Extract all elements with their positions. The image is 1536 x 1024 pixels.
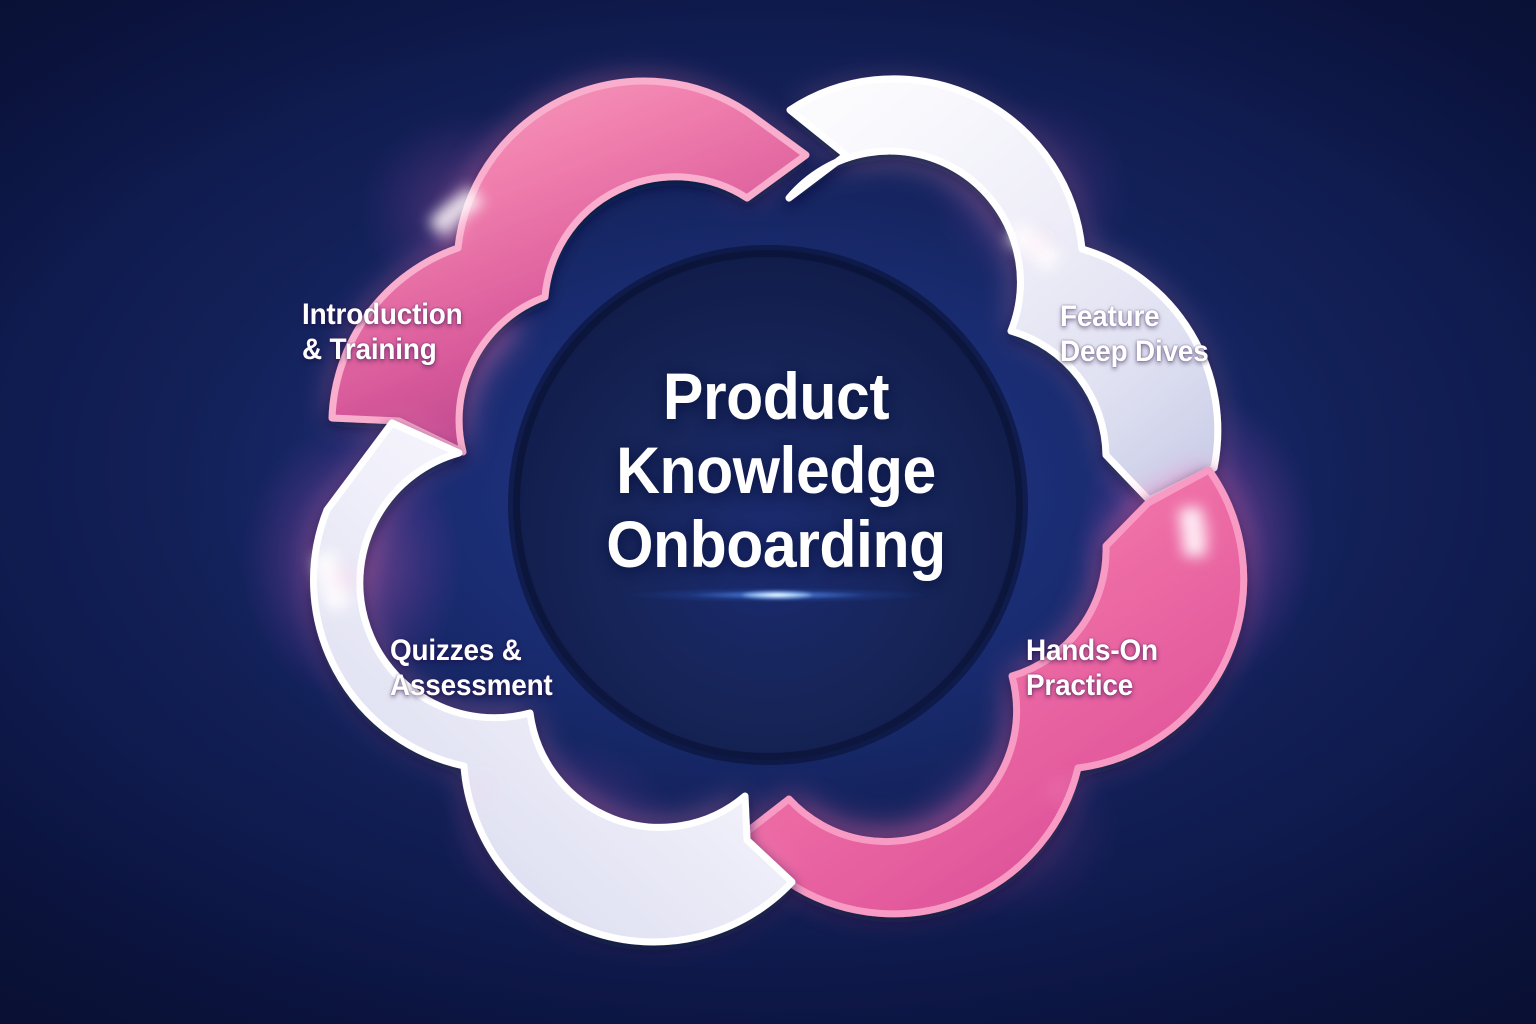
center-inner-shadow xyxy=(508,245,1028,765)
arrow-shape-step3 xyxy=(731,466,1248,918)
arrow-shape-step1 xyxy=(328,77,810,456)
center-disc-inner xyxy=(520,257,1016,753)
segment-hands-on-practice[interactable] xyxy=(731,466,1248,918)
arrow-shape-step4 xyxy=(310,419,796,946)
segment-introduction-training[interactable] xyxy=(328,77,810,456)
segment-quizzes-assessment[interactable] xyxy=(310,419,796,946)
